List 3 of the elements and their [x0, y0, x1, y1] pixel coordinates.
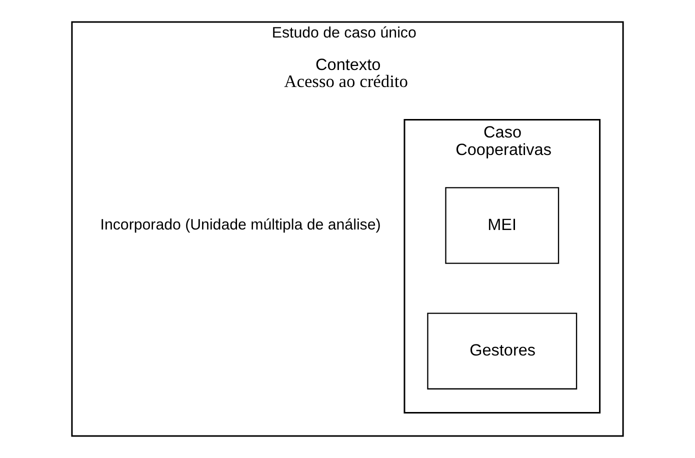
- node-label: Incorporado (Unidade múltipla de análise): [100, 216, 381, 234]
- node-box: MEI: [445, 187, 560, 264]
- node-box: Gestores: [427, 312, 578, 390]
